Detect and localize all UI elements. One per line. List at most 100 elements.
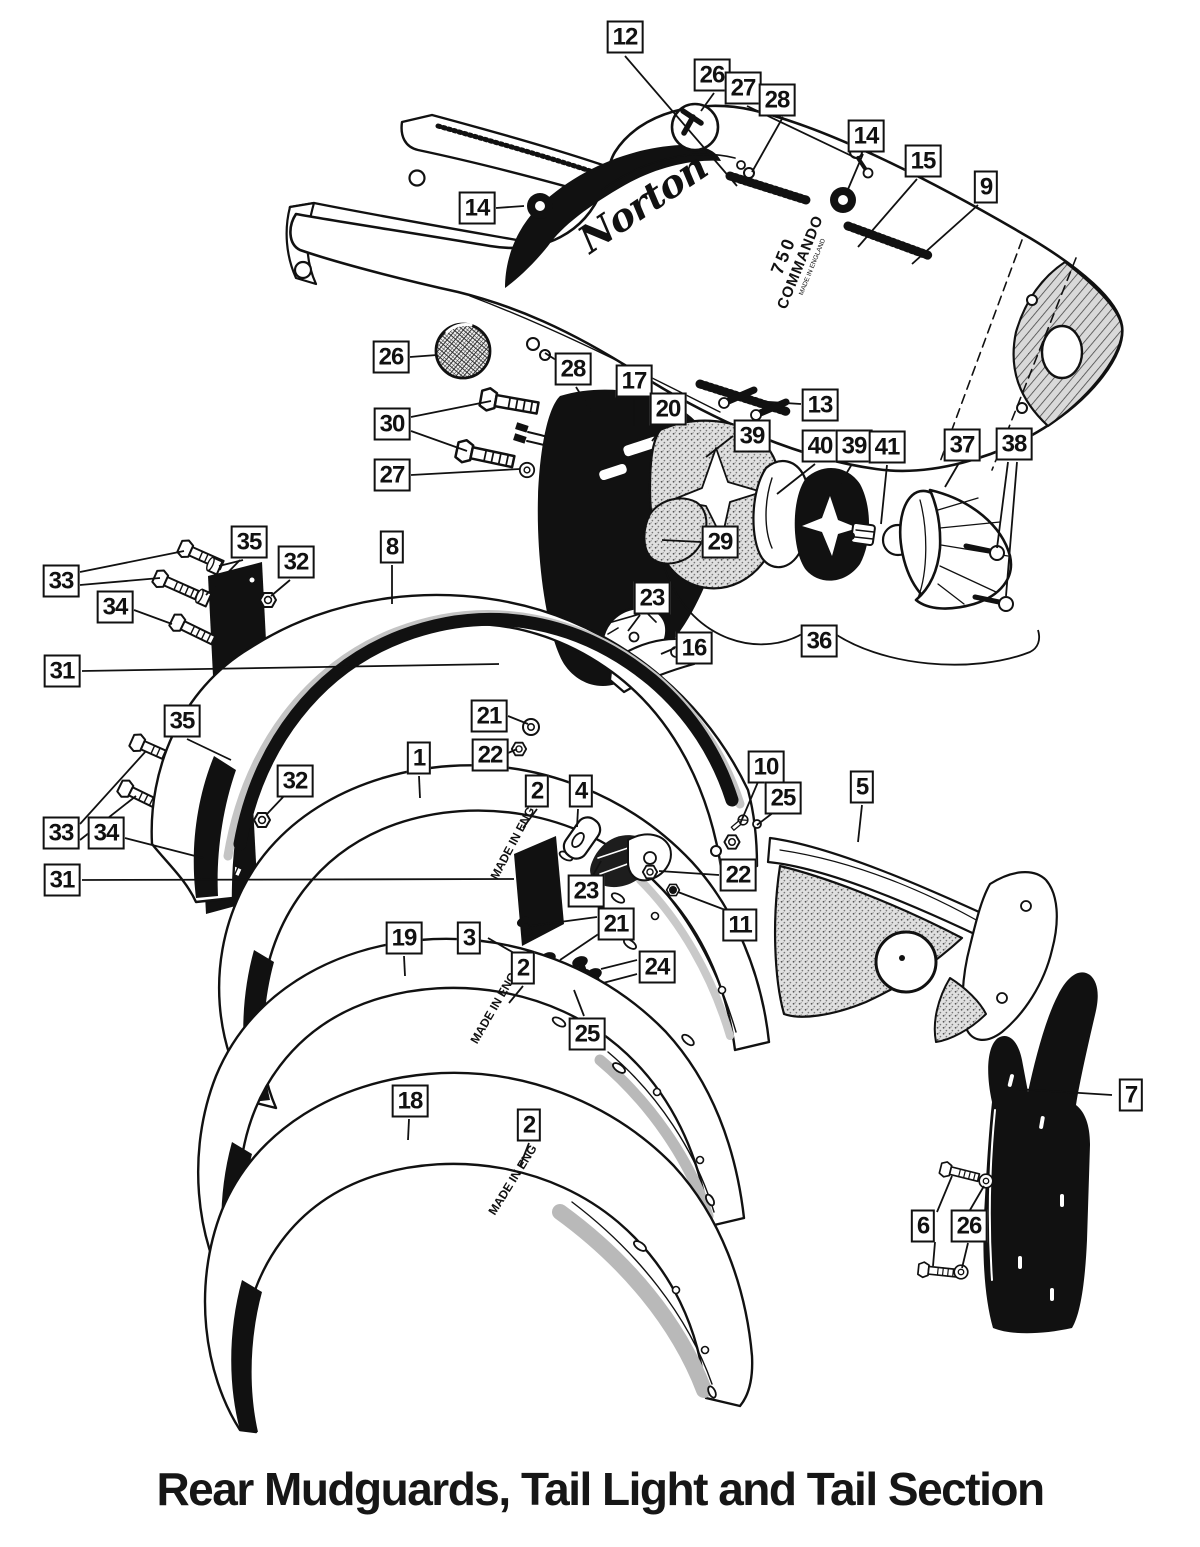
leader-line-22 bbox=[507, 748, 518, 754]
leader-line-39 bbox=[705, 435, 734, 458]
leader-line-21 bbox=[507, 715, 529, 725]
leader-line-4 bbox=[576, 808, 579, 828]
leader-line-32 bbox=[266, 794, 286, 815]
leader-line-32 bbox=[270, 579, 291, 597]
callout-18: 18 bbox=[391, 1084, 429, 1118]
callout-31: 31 bbox=[43, 863, 81, 897]
callout-14: 14 bbox=[458, 191, 496, 225]
callout-39: 39 bbox=[835, 429, 873, 463]
callout-16: 16 bbox=[675, 631, 713, 665]
leader-line-34 bbox=[133, 609, 173, 625]
leader-line-18 bbox=[407, 1118, 410, 1141]
seat-hump-swoosh bbox=[505, 144, 721, 288]
callout-8: 8 bbox=[379, 530, 405, 564]
callout-41: 41 bbox=[868, 430, 906, 464]
callout-14: 14 bbox=[847, 119, 885, 153]
callout-21: 21 bbox=[470, 699, 508, 733]
callout-3: 3 bbox=[456, 921, 482, 955]
leader-line-22 bbox=[658, 870, 720, 876]
callout-26: 26 bbox=[372, 340, 410, 374]
callout-2: 2 bbox=[524, 774, 550, 808]
callout-12: 12 bbox=[606, 20, 644, 54]
grommet-29 bbox=[643, 497, 708, 565]
leader-line-34 bbox=[124, 837, 204, 859]
callout-25: 25 bbox=[764, 781, 802, 815]
callout-32: 32 bbox=[277, 545, 315, 579]
callout-34: 34 bbox=[87, 816, 125, 850]
washer-28-top bbox=[743, 167, 755, 179]
leader-line-14 bbox=[495, 205, 525, 209]
leader-line-20 bbox=[651, 426, 664, 442]
callout-27: 27 bbox=[373, 458, 411, 492]
callout-10: 10 bbox=[747, 750, 785, 784]
leader-line-9 bbox=[911, 204, 979, 265]
callout-39: 39 bbox=[733, 419, 771, 453]
callout-20: 20 bbox=[649, 392, 687, 426]
leader-line-2 bbox=[508, 985, 524, 1004]
reflector-26 bbox=[434, 322, 492, 380]
leader-line-12 bbox=[624, 55, 738, 187]
leader-line-1 bbox=[418, 775, 421, 799]
hinge-bracket-4-23 bbox=[562, 816, 681, 897]
callout-38: 38 bbox=[995, 427, 1033, 461]
callout-37: 37 bbox=[943, 428, 981, 462]
callout-21: 21 bbox=[597, 907, 635, 941]
callout-26: 26 bbox=[950, 1209, 988, 1243]
diagram-title: Rear Mudguards, Tail Light and Tail Sect… bbox=[156, 1463, 1045, 1515]
leader-line-29 bbox=[661, 539, 702, 543]
leader-line-11 bbox=[677, 891, 729, 912]
leader-line-33 bbox=[79, 750, 147, 825]
leader-line-23 bbox=[627, 614, 641, 632]
leader-line-10 bbox=[739, 781, 759, 825]
callout-31: 31 bbox=[43, 654, 81, 688]
leader-line-35 bbox=[186, 738, 232, 761]
leader-line-25 bbox=[573, 989, 585, 1017]
leader-line-27 bbox=[410, 468, 521, 476]
leader-line-26 bbox=[961, 1242, 969, 1269]
leader-line-39 bbox=[835, 463, 853, 492]
callout-2: 2 bbox=[516, 1108, 542, 1142]
callout-29: 29 bbox=[701, 525, 739, 559]
leader-line-38 bbox=[1005, 461, 1018, 597]
callout-25: 25 bbox=[568, 1017, 606, 1051]
callout-9: 9 bbox=[973, 170, 999, 204]
leader-line-28 bbox=[575, 386, 592, 412]
callout-23: 23 bbox=[567, 874, 605, 908]
callout-6: 6 bbox=[910, 1209, 936, 1243]
callout-28: 28 bbox=[758, 83, 796, 117]
leader-line-33 bbox=[79, 577, 161, 586]
tail-section: Norton 750 COMMANDO MADE IN ENGLAND bbox=[289, 102, 1124, 473]
leader-line-5 bbox=[857, 804, 863, 843]
callout-1: 1 bbox=[406, 741, 432, 775]
leader-line-13 bbox=[752, 400, 802, 405]
leader-line-21 bbox=[529, 916, 598, 927]
callout-35: 35 bbox=[230, 525, 268, 559]
callout-27: 27 bbox=[724, 71, 762, 105]
leader-line-38 bbox=[996, 461, 1009, 549]
leader-line-14 bbox=[845, 153, 864, 195]
leader-line-26 bbox=[700, 92, 715, 112]
leader-line-30 bbox=[410, 430, 468, 452]
callout-30: 30 bbox=[373, 407, 411, 441]
callout-26: 26 bbox=[693, 58, 731, 92]
leader-line-33 bbox=[79, 550, 185, 573]
callout-32: 32 bbox=[276, 764, 314, 798]
leader-line-31 bbox=[81, 878, 515, 881]
tail-light-assembly bbox=[537, 389, 1014, 686]
bracket-7 bbox=[983, 972, 1098, 1334]
callout-11: 11 bbox=[722, 908, 758, 942]
callout-2: 2 bbox=[510, 951, 536, 985]
leader-line-2 bbox=[522, 808, 538, 829]
tail-cap-26 bbox=[670, 102, 720, 152]
leader-line-26 bbox=[969, 1185, 985, 1211]
stud-set-13 bbox=[718, 386, 790, 421]
lens-37 bbox=[898, 488, 1013, 610]
leader-line-30 bbox=[410, 400, 492, 418]
leader-line-37 bbox=[944, 462, 960, 488]
callout-36: 36 bbox=[800, 624, 838, 658]
callout-23: 23 bbox=[633, 581, 671, 615]
callout-22: 22 bbox=[471, 738, 509, 772]
